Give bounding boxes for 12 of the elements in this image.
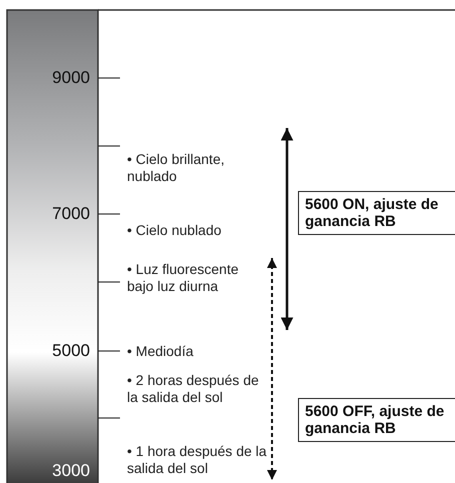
setting-box: 5600 OFF, ajuste de ganancia RB [298,398,455,442]
light-source-label: • Cielo brillante, nublado [127,151,226,185]
light-source-label: • Mediodía [127,343,194,360]
light-source-label: • Cielo nublado [127,222,222,239]
scale-value: 3000 [51,461,90,481]
light-source-label: • 2 horas después de la salida del sol [127,372,260,406]
scale-value: 5000 [51,341,90,361]
scale-value: 7000 [51,204,90,224]
setting-box: 5600 ON, ajuste de ganancia RB [298,191,455,235]
light-source-label: • Luz fluorescente bajo luz diurna [127,261,240,295]
light-source-label: • 1 hora después de la salida del sol [127,443,267,477]
scale-value: 9000 [51,68,90,88]
